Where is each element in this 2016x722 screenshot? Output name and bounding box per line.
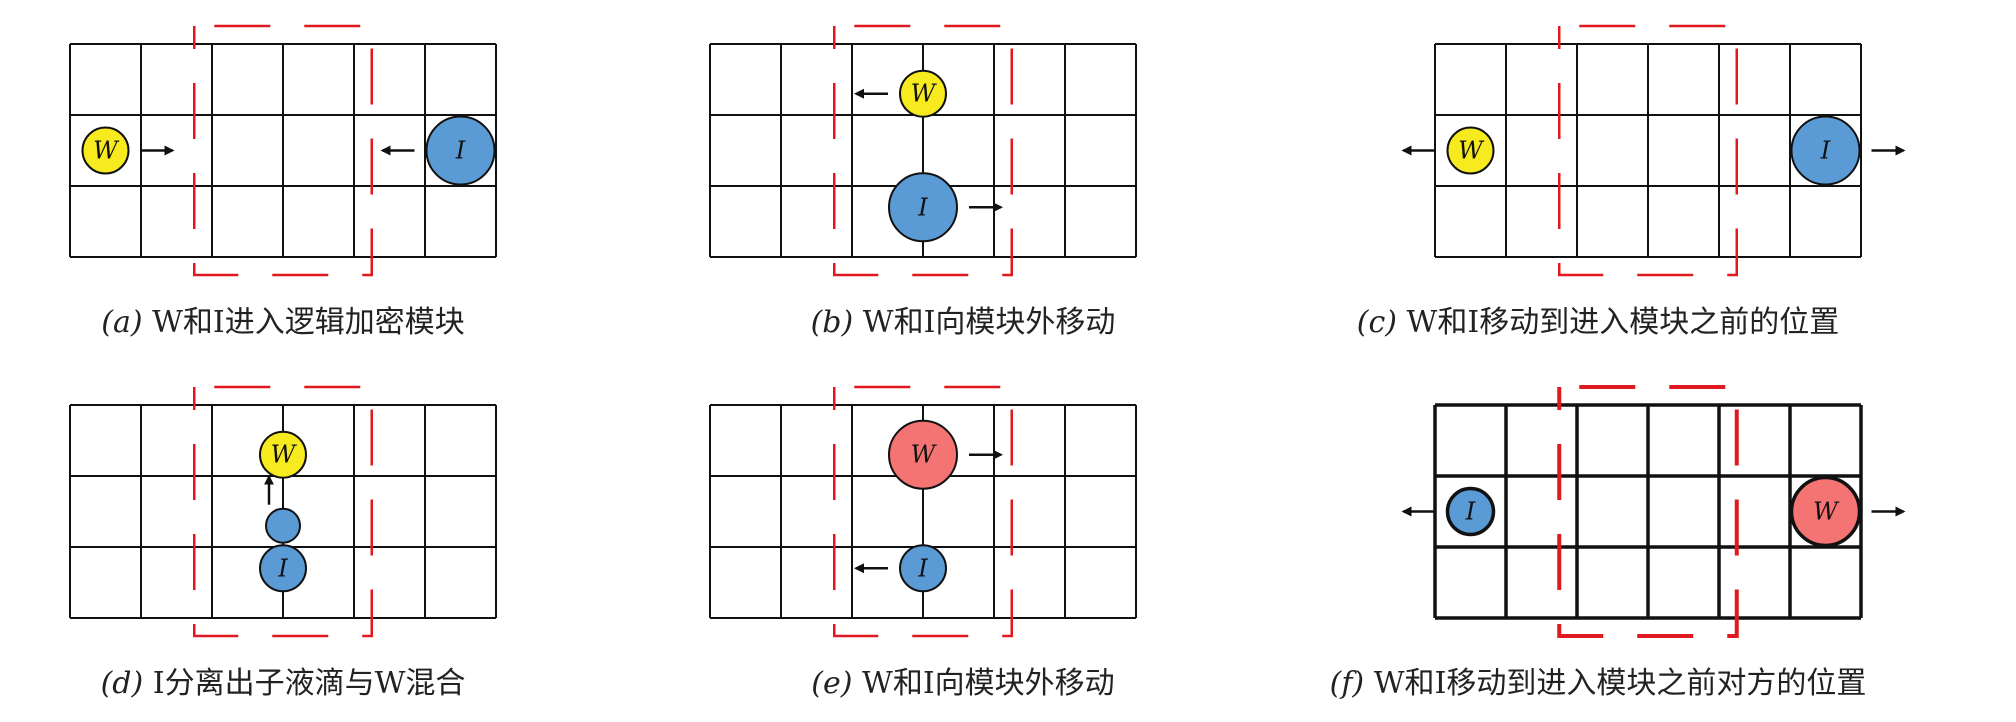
logic-encryption-module-boundary: [193, 385, 373, 638]
panel-caption-text: W和I移动到进入模块之前的位置: [1407, 305, 1840, 340]
panel-f: I W (f) W和I移动到进入模块之前对方的位置: [1330, 385, 1906, 701]
panel-caption: (d) I分离出子液滴与W混合: [101, 666, 466, 701]
electrode-grid: [1434, 43, 1862, 258]
droplet-body: [888, 172, 958, 243]
droplet-label: I: [917, 193, 928, 221]
droplet-body: [899, 544, 947, 593]
droplet-label: I: [1820, 137, 1831, 165]
panel-caption: (e) W和I向模块外移动: [811, 666, 1114, 701]
droplet-I: I: [380, 115, 496, 186]
panel-b: W I (b) W和I向模块外移动: [709, 24, 1137, 340]
panel-caption-text: W和I移动到进入模块之前对方的位置: [1374, 666, 1867, 701]
droplet-body: [259, 544, 307, 593]
droplet-label: W: [911, 441, 938, 469]
panel-a: W I (a) W和I进入逻辑加密模块: [69, 24, 497, 340]
panel-tag: (f): [1330, 666, 1374, 701]
droplet-label: W: [911, 80, 938, 108]
droplet-label: W: [1458, 137, 1485, 165]
droplet-body: [81, 126, 130, 175]
panel-tag: (c): [1357, 305, 1407, 340]
logic-encryption-module-boundary: [193, 24, 373, 277]
droplet-W: W: [81, 126, 175, 175]
droplet-label: I: [455, 137, 466, 165]
panel-caption: (a) W和I进入逻辑加密模块: [101, 305, 465, 340]
droplet-body: [425, 115, 496, 186]
droplet-W: W: [888, 419, 1003, 490]
droplet-label: W: [1813, 498, 1840, 526]
panel-caption-text: W和I向模块外移动: [863, 305, 1116, 340]
logic-encryption-module-boundary: [1557, 385, 1739, 638]
panel-caption-text: W和I向模块外移动: [862, 666, 1115, 701]
electrode-grid: [69, 43, 497, 258]
sub-droplet: [264, 474, 301, 544]
panel-d: W I (d) I分离出子液滴与W混合: [69, 385, 497, 701]
droplet-I: I: [1790, 115, 1906, 186]
droplet-W: W: [259, 430, 307, 479]
droplet-body: [888, 419, 958, 490]
droplet-W: W: [1401, 126, 1495, 175]
panel-tag: (e): [811, 666, 862, 701]
droplet-label: I: [917, 554, 928, 582]
droplet-I: I: [259, 544, 307, 593]
droplet-label: W: [93, 137, 120, 165]
panel-caption-text: W和I进入逻辑加密模块: [152, 305, 465, 340]
droplet-body: [1790, 115, 1861, 186]
droplet-label: I: [277, 554, 288, 582]
droplet-body: [1445, 486, 1496, 537]
logic-encryption-module-boundary: [1558, 24, 1738, 277]
droplet-label: W: [271, 441, 298, 469]
droplet-body: [259, 430, 307, 479]
droplet-label: I: [1465, 498, 1476, 526]
droplet-body: [899, 69, 947, 118]
droplet-I: I: [888, 172, 1003, 243]
droplet-W: W: [854, 69, 947, 118]
panel-caption: (b) W和I向模块外移动: [811, 305, 1116, 340]
panel-tag: (b): [811, 305, 863, 340]
panel-caption-text: I分离出子液滴与W混合: [153, 666, 466, 701]
electrode-grid: [69, 404, 497, 619]
droplet-W: W: [1789, 475, 1906, 548]
logic-encryption-module-boundary: [833, 385, 1013, 638]
panel-caption: (f) W和I移动到进入模块之前对方的位置: [1330, 666, 1867, 701]
panel-c: W I (c) W和I移动到进入模块之前的位置: [1357, 24, 1906, 340]
droplet-I: I: [1401, 486, 1496, 537]
panel-caption: (c) W和I移动到进入模块之前的位置: [1357, 305, 1839, 340]
panel-tag: (d): [101, 666, 153, 701]
droplet-body: [1446, 126, 1495, 175]
panel-tag: (a): [101, 305, 152, 340]
logic-encryption-module-boundary: [833, 24, 1013, 277]
panel-e: W I (e) W和I向模块外移动: [709, 385, 1137, 701]
electrode-grid: [1433, 403, 1863, 620]
droplet-body: [1789, 475, 1862, 548]
droplet-I: I: [854, 544, 947, 593]
droplet-body: [265, 507, 301, 544]
